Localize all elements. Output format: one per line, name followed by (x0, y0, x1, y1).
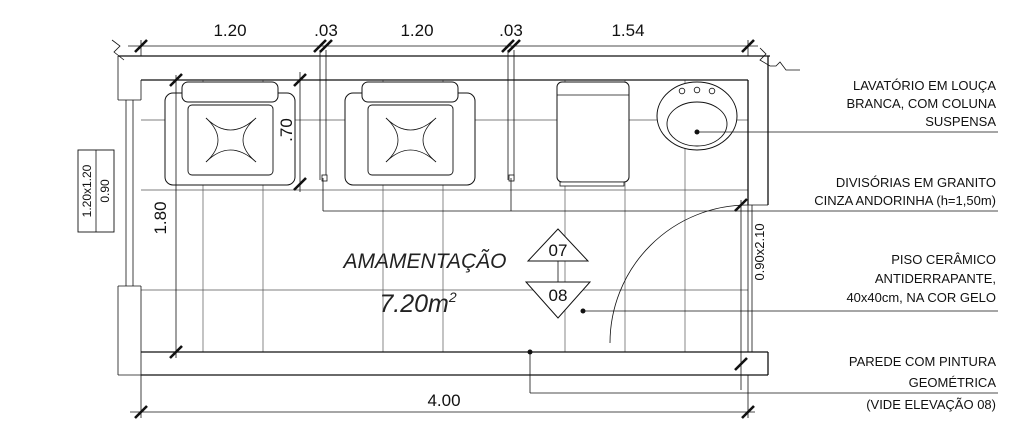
svg-text:GEOMÉTRICA: GEOMÉTRICA (909, 375, 997, 390)
dim-fixture-depth: .70 (277, 118, 296, 142)
window-tag: 1.20x1.20 0.90 (77, 149, 115, 233)
svg-text:ANTIDERRAPANTE,: ANTIDERRAPANTE, (875, 271, 996, 286)
svg-text:SUSPENSA: SUSPENSA (925, 114, 996, 129)
dim-top-1: 1.20 (213, 21, 246, 40)
svg-text:PISO CERÂMICO: PISO CERÂMICO (891, 252, 996, 267)
washbasin (656, 81, 738, 151)
dim-top-4: .03 (499, 21, 523, 40)
armchair-2 (344, 81, 476, 186)
svg-text:DIVISÓRIAS EM GRANITO: DIVISÓRIAS EM GRANITO (836, 175, 996, 190)
dim-top-5: 1.54 (611, 21, 644, 40)
elevation-tag-08: 08 (524, 281, 592, 319)
note-lavatorio: LAVATÓRIO EM LOUÇA BRANCA, COM COLUNA SU… (846, 78, 996, 129)
dim-top-3: 1.20 (400, 21, 433, 40)
walls (111, 39, 800, 376)
door-swing (609, 204, 753, 352)
note-divisorias: DIVISÓRIAS EM GRANITO CINZA ANDORINHA (h… (814, 175, 996, 208)
armchair-1 (164, 81, 296, 186)
elevation-tag-08-label: 08 (549, 286, 568, 305)
cabinet (556, 81, 630, 187)
dimension-lines (128, 39, 758, 419)
window-sill-label: 0.90 (98, 179, 112, 203)
svg-text:40x40cm, NA COR GELO: 40x40cm, NA COR GELO (846, 290, 996, 305)
dim-left-height: 1.80 (151, 201, 170, 234)
svg-text:PAREDE COM PINTURA: PAREDE COM PINTURA (849, 354, 996, 369)
room-area: 7.20m2 (379, 289, 456, 318)
dim-door: 0.90x2.10 (752, 223, 767, 280)
dim-top-2: .03 (314, 21, 338, 40)
dim-bottom-width: 4.00 (427, 391, 460, 410)
svg-text:CINZA ANDORINHA (h=1,50m): CINZA ANDORINHA (h=1,50m) (814, 193, 996, 208)
granite-partitions (319, 50, 515, 182)
elevation-tag-07-label: 07 (549, 241, 568, 260)
room-name: AMAMENTAÇÃO (342, 249, 507, 273)
note-piso: PISO CERÂMICO ANTIDERRAPANTE, 40x40cm, N… (846, 252, 996, 305)
svg-text:BRANCA, COM COLUNA: BRANCA, COM COLUNA (846, 96, 996, 111)
note-parede: PAREDE COM PINTURA GEOMÉTRICA (VIDE ELEV… (849, 354, 996, 412)
svg-text:LAVATÓRIO EM LOUÇA: LAVATÓRIO EM LOUÇA (853, 78, 996, 93)
window-size-label: 1.20x1.20 (80, 164, 94, 217)
elevation-tag-07: 07 (526, 228, 590, 262)
window (125, 100, 134, 286)
svg-text:(VIDE ELEVAÇÃO 08): (VIDE ELEVAÇÃO 08) (866, 397, 996, 412)
leader-lines (322, 131, 998, 394)
